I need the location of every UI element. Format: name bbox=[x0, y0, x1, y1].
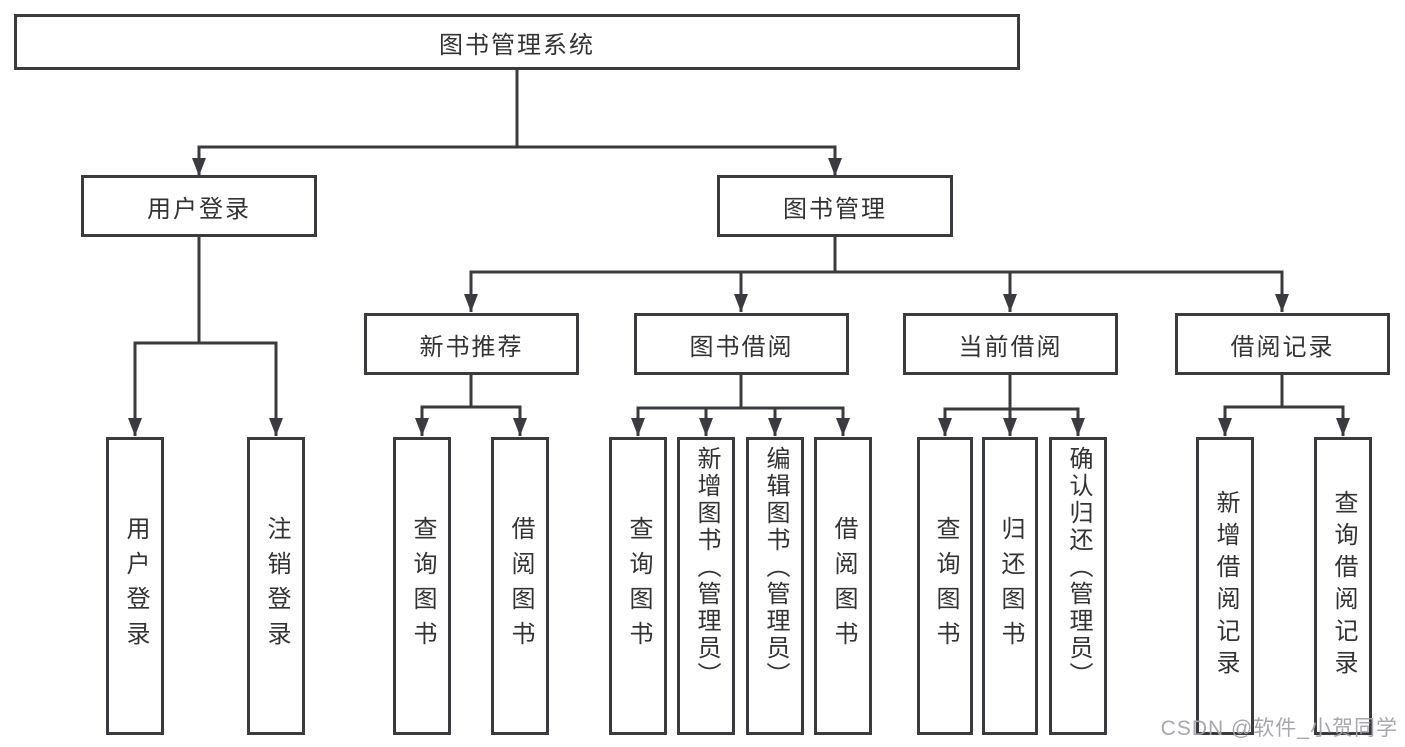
leaf-query-book-borrow: 查询图书 bbox=[609, 437, 667, 735]
leaf-confirm-return-admin: 确认归还（管理员） bbox=[1049, 437, 1107, 735]
leaf-add-borrow-record: 新增借阅记录 bbox=[1196, 437, 1254, 735]
leaf-add-book-admin: 新增图书（管理员） bbox=[677, 437, 735, 735]
node-root-system: 图书管理系统 bbox=[14, 14, 1020, 70]
node-book-borrow: 图书借阅 bbox=[634, 313, 849, 375]
node-new-book-recommend: 新书推荐 bbox=[364, 313, 579, 375]
leaf-add-borrow-record-label: 新增借阅记录 bbox=[1212, 490, 1239, 682]
leaf-query-book-current: 查询图书 bbox=[917, 437, 973, 735]
node-borrow-record-label: 借阅记录 bbox=[1230, 333, 1335, 361]
node-user-login-label: 用户登录 bbox=[147, 195, 251, 223]
leaf-borrow-book-recommend: 借阅图书 bbox=[491, 437, 549, 735]
leaf-query-book-current-label: 查询图书 bbox=[932, 516, 959, 656]
leaf-query-book-borrow-label: 查询图书 bbox=[625, 516, 652, 656]
node-new-book-recommend-label: 新书推荐 bbox=[419, 333, 524, 361]
leaf-query-book-recommend-label: 查询图书 bbox=[409, 516, 436, 656]
leaf-edit-book-admin: 编辑图书（管理员） bbox=[746, 437, 804, 735]
leaf-return-book-label: 归还图书 bbox=[997, 516, 1024, 656]
leaf-borrow-book: 借阅图书 bbox=[814, 437, 872, 735]
leaf-query-borrow-record: 查询借阅记录 bbox=[1314, 437, 1372, 735]
leaf-borrow-book-label: 借阅图书 bbox=[830, 516, 857, 656]
node-book-borrow-label: 图书借阅 bbox=[689, 333, 794, 361]
node-book-management-label: 图书管理 bbox=[783, 195, 887, 223]
leaf-user-login-label: 用户登录 bbox=[122, 516, 149, 656]
leaf-user-login: 用户登录 bbox=[106, 437, 164, 735]
leaf-borrow-book-recommend-label: 借阅图书 bbox=[507, 516, 534, 656]
leaf-query-borrow-record-label: 查询借阅记录 bbox=[1330, 490, 1357, 682]
leaf-logout: 注销登录 bbox=[247, 437, 305, 735]
node-current-borrow-label: 当前借阅 bbox=[958, 333, 1063, 361]
node-current-borrow: 当前借阅 bbox=[903, 313, 1118, 375]
csdn-watermark: CSDN @软件_小贺同学 bbox=[1160, 717, 1398, 740]
leaf-confirm-return-admin-label: 确认归还（管理员） bbox=[1065, 446, 1092, 689]
leaf-edit-book-admin-label: 编辑图书（管理员） bbox=[762, 446, 789, 689]
node-borrow-record: 借阅记录 bbox=[1175, 313, 1390, 375]
node-book-management: 图书管理 bbox=[717, 175, 953, 237]
leaf-query-book-recommend: 查询图书 bbox=[393, 437, 451, 735]
node-user-login: 用户登录 bbox=[81, 175, 317, 237]
node-root-system-label: 图书管理系统 bbox=[439, 31, 595, 59]
leaf-add-book-admin-label: 新增图书（管理员） bbox=[693, 446, 720, 689]
leaf-logout-label: 注销登录 bbox=[263, 516, 290, 656]
leaf-return-book: 归还图书 bbox=[982, 437, 1038, 735]
